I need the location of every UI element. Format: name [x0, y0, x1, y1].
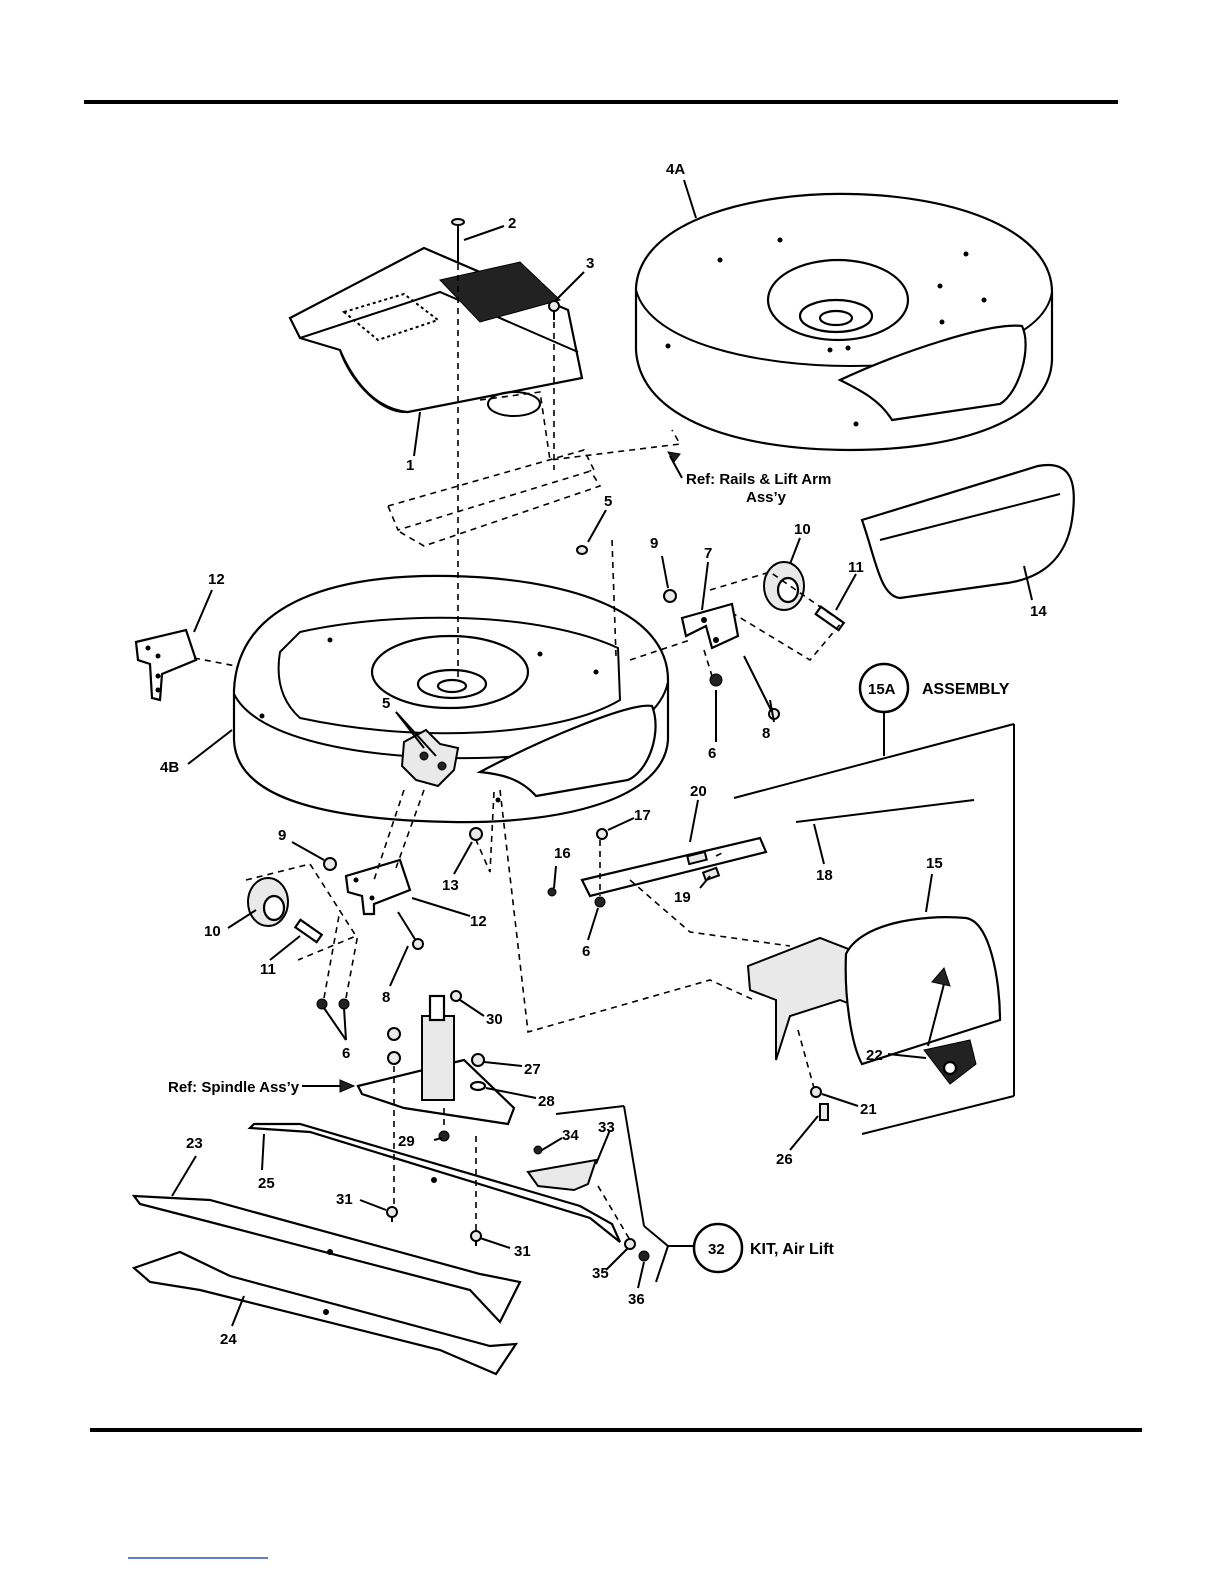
roller-10-lower: [248, 878, 288, 926]
callout-5-upper: 5: [604, 493, 612, 510]
callout-9-upper: 9: [650, 535, 658, 552]
callout-3: 3: [586, 255, 594, 272]
bracket-12-upper: [136, 630, 196, 700]
rails-lift-arm-ref: [388, 392, 680, 546]
bolt-8-lower: [398, 912, 423, 949]
callout-27: 27: [524, 1061, 541, 1078]
deck-housing-4a: [636, 194, 1052, 450]
callout-6-lower: 6: [342, 1045, 350, 1062]
deck-housing-4b: [234, 576, 668, 822]
bolt-17: [597, 829, 607, 839]
ref-rails-line2: Ass’y: [746, 489, 787, 506]
callout-25: 25: [258, 1175, 275, 1192]
callout-2: 2: [508, 215, 516, 232]
callout-15: 15: [926, 855, 943, 872]
hinge-20: [582, 838, 766, 896]
pin-2: [452, 219, 464, 262]
callout-18: 18: [816, 867, 833, 884]
nut-34: [534, 1146, 542, 1154]
callout-14: 14: [1030, 603, 1047, 620]
callout-11-lower: 11: [260, 961, 276, 978]
callout-31-left: 31: [336, 1191, 353, 1208]
callout-33: 33: [598, 1119, 615, 1136]
callout-34: 34: [562, 1127, 579, 1144]
nut-6-lower-a: [317, 999, 327, 1009]
nut-9-lower: [324, 858, 336, 870]
callout-16: 16: [554, 845, 571, 862]
side-shield-14: [862, 465, 1074, 598]
deflector-22: [924, 1040, 976, 1084]
callout-13: 13: [442, 877, 459, 894]
callout-21: 21: [860, 1101, 877, 1118]
nut-21: [811, 1087, 821, 1097]
roller-10-upper: [764, 562, 804, 610]
callout-28: 28: [538, 1093, 555, 1110]
nut-6-chute: [595, 897, 605, 907]
callout-1: 1: [406, 457, 414, 474]
callout-23: 23: [186, 1135, 203, 1152]
callout-15a: 15A: [868, 681, 896, 698]
nut-27: [472, 1054, 484, 1066]
bracket-7: [682, 604, 738, 648]
callout-19: 19: [674, 889, 691, 906]
washer-28: [471, 1082, 485, 1090]
callout-35: 35: [592, 1265, 609, 1282]
ref-rails-line1: Ref: Rails & Lift Arm: [686, 471, 831, 488]
bolt-30: [451, 991, 461, 1001]
nut-29: [439, 1131, 449, 1141]
callout-6-upper: 6: [708, 745, 716, 762]
bolt-8-upper: [744, 656, 779, 719]
spring-19: [703, 868, 719, 880]
callout-4a: 4A: [666, 161, 685, 178]
bolt-5-upper: [577, 546, 587, 554]
callout-24: 24: [220, 1331, 237, 1348]
callout-20: 20: [690, 783, 707, 800]
bottom-rule: [90, 1428, 1142, 1432]
callout-11-upper: 11: [848, 559, 864, 576]
callout-17: 17: [634, 807, 651, 824]
assembly-15a-label: ASSEMBLY: [922, 681, 1010, 698]
pin-16: [548, 888, 556, 896]
callout-12-lower: 12: [470, 913, 487, 930]
bolt-26: [820, 1104, 828, 1120]
callout-31-right: 31: [514, 1243, 531, 1260]
nut-35: [625, 1239, 635, 1249]
nut-36: [639, 1251, 649, 1261]
kit-32-label: KIT, Air Lift: [750, 1241, 835, 1258]
callout-10-upper: 10: [794, 521, 811, 538]
nut-9-upper: [664, 590, 676, 602]
callout-30: 30: [486, 1011, 503, 1028]
callout-5-lower: 5: [382, 695, 390, 712]
callout-29: 29: [398, 1133, 415, 1150]
rod-18: [796, 800, 974, 822]
callout-36: 36: [628, 1291, 645, 1308]
callout-4b: 4B: [160, 759, 179, 776]
ref-spindle: Ref: Spindle Ass’y: [168, 1079, 300, 1096]
pin-11-lower: [295, 920, 321, 942]
callout-10-lower: 10: [204, 923, 221, 940]
callout-26: 26: [776, 1151, 793, 1168]
callout-6-chute: 6: [582, 943, 590, 960]
bolt-31-left: [387, 1207, 397, 1222]
nut-6-lower-b: [339, 999, 349, 1009]
pin-11-upper: [816, 607, 844, 630]
callout-8-upper: 8: [762, 725, 770, 742]
callout-7: 7: [704, 545, 712, 562]
nut-13: [470, 828, 482, 840]
bolt-31-right: [471, 1231, 481, 1246]
top-cover-1: [290, 248, 582, 412]
callout-12-upper: 12: [208, 571, 225, 588]
callout-22: 22: [866, 1047, 883, 1064]
callout-8-lower: 8: [382, 989, 390, 1006]
air-lift-33: [528, 1160, 596, 1190]
top-rule: [84, 100, 1118, 104]
callout-32: 32: [708, 1241, 725, 1258]
callout-9-lower: 9: [278, 827, 286, 844]
